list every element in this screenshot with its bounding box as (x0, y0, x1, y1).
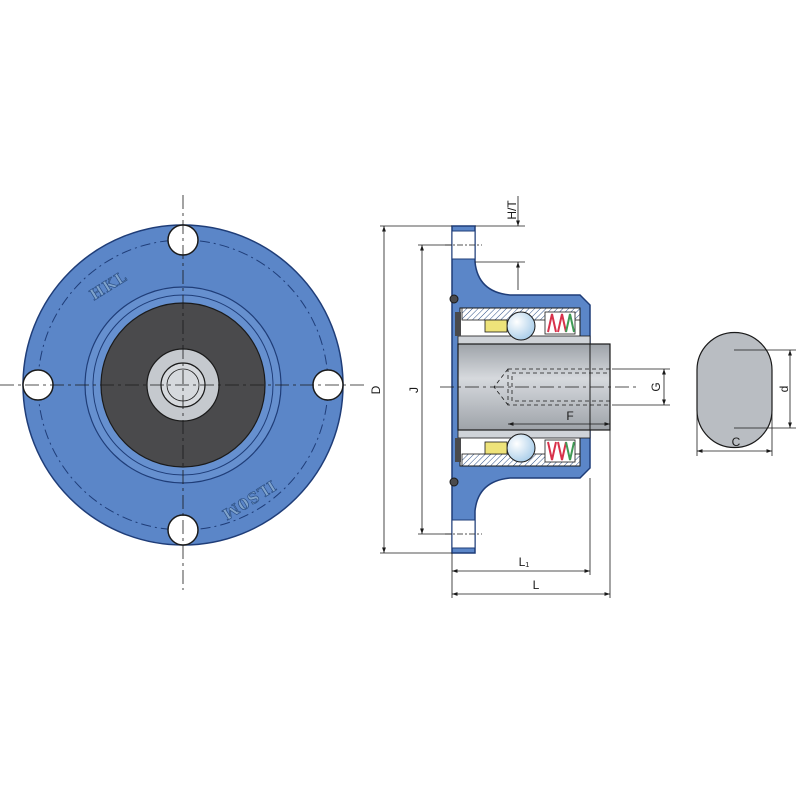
dim-label-f: F (566, 409, 573, 423)
dim-label-g: G (649, 382, 663, 391)
dim-label-j: J (407, 387, 421, 393)
snap-ring-bottom (455, 438, 461, 462)
section-view (440, 225, 640, 554)
grease-nipple-bottom (449, 477, 459, 487)
retainer-top (484, 319, 508, 333)
dim-label-d-outer: D (369, 385, 383, 394)
snap-ring-top (455, 312, 461, 336)
shaft-section-dimensions (696, 349, 796, 456)
dim-label-c: C (732, 435, 741, 449)
dim-label-ht: H/T (505, 200, 519, 220)
retainer-bottom (484, 441, 508, 455)
dim-label-l1: L₁ (519, 555, 530, 569)
ball-top (506, 311, 536, 341)
ball-bottom (506, 433, 536, 463)
grease-nipple-top (449, 294, 459, 304)
seal-top (544, 311, 576, 335)
front-view: HKL ILS0M (0, 195, 365, 590)
seal-bottom (544, 439, 576, 463)
dim-label-d-small: d (777, 386, 791, 393)
dimension-lines (380, 196, 670, 598)
dim-label-l: L (533, 578, 540, 592)
